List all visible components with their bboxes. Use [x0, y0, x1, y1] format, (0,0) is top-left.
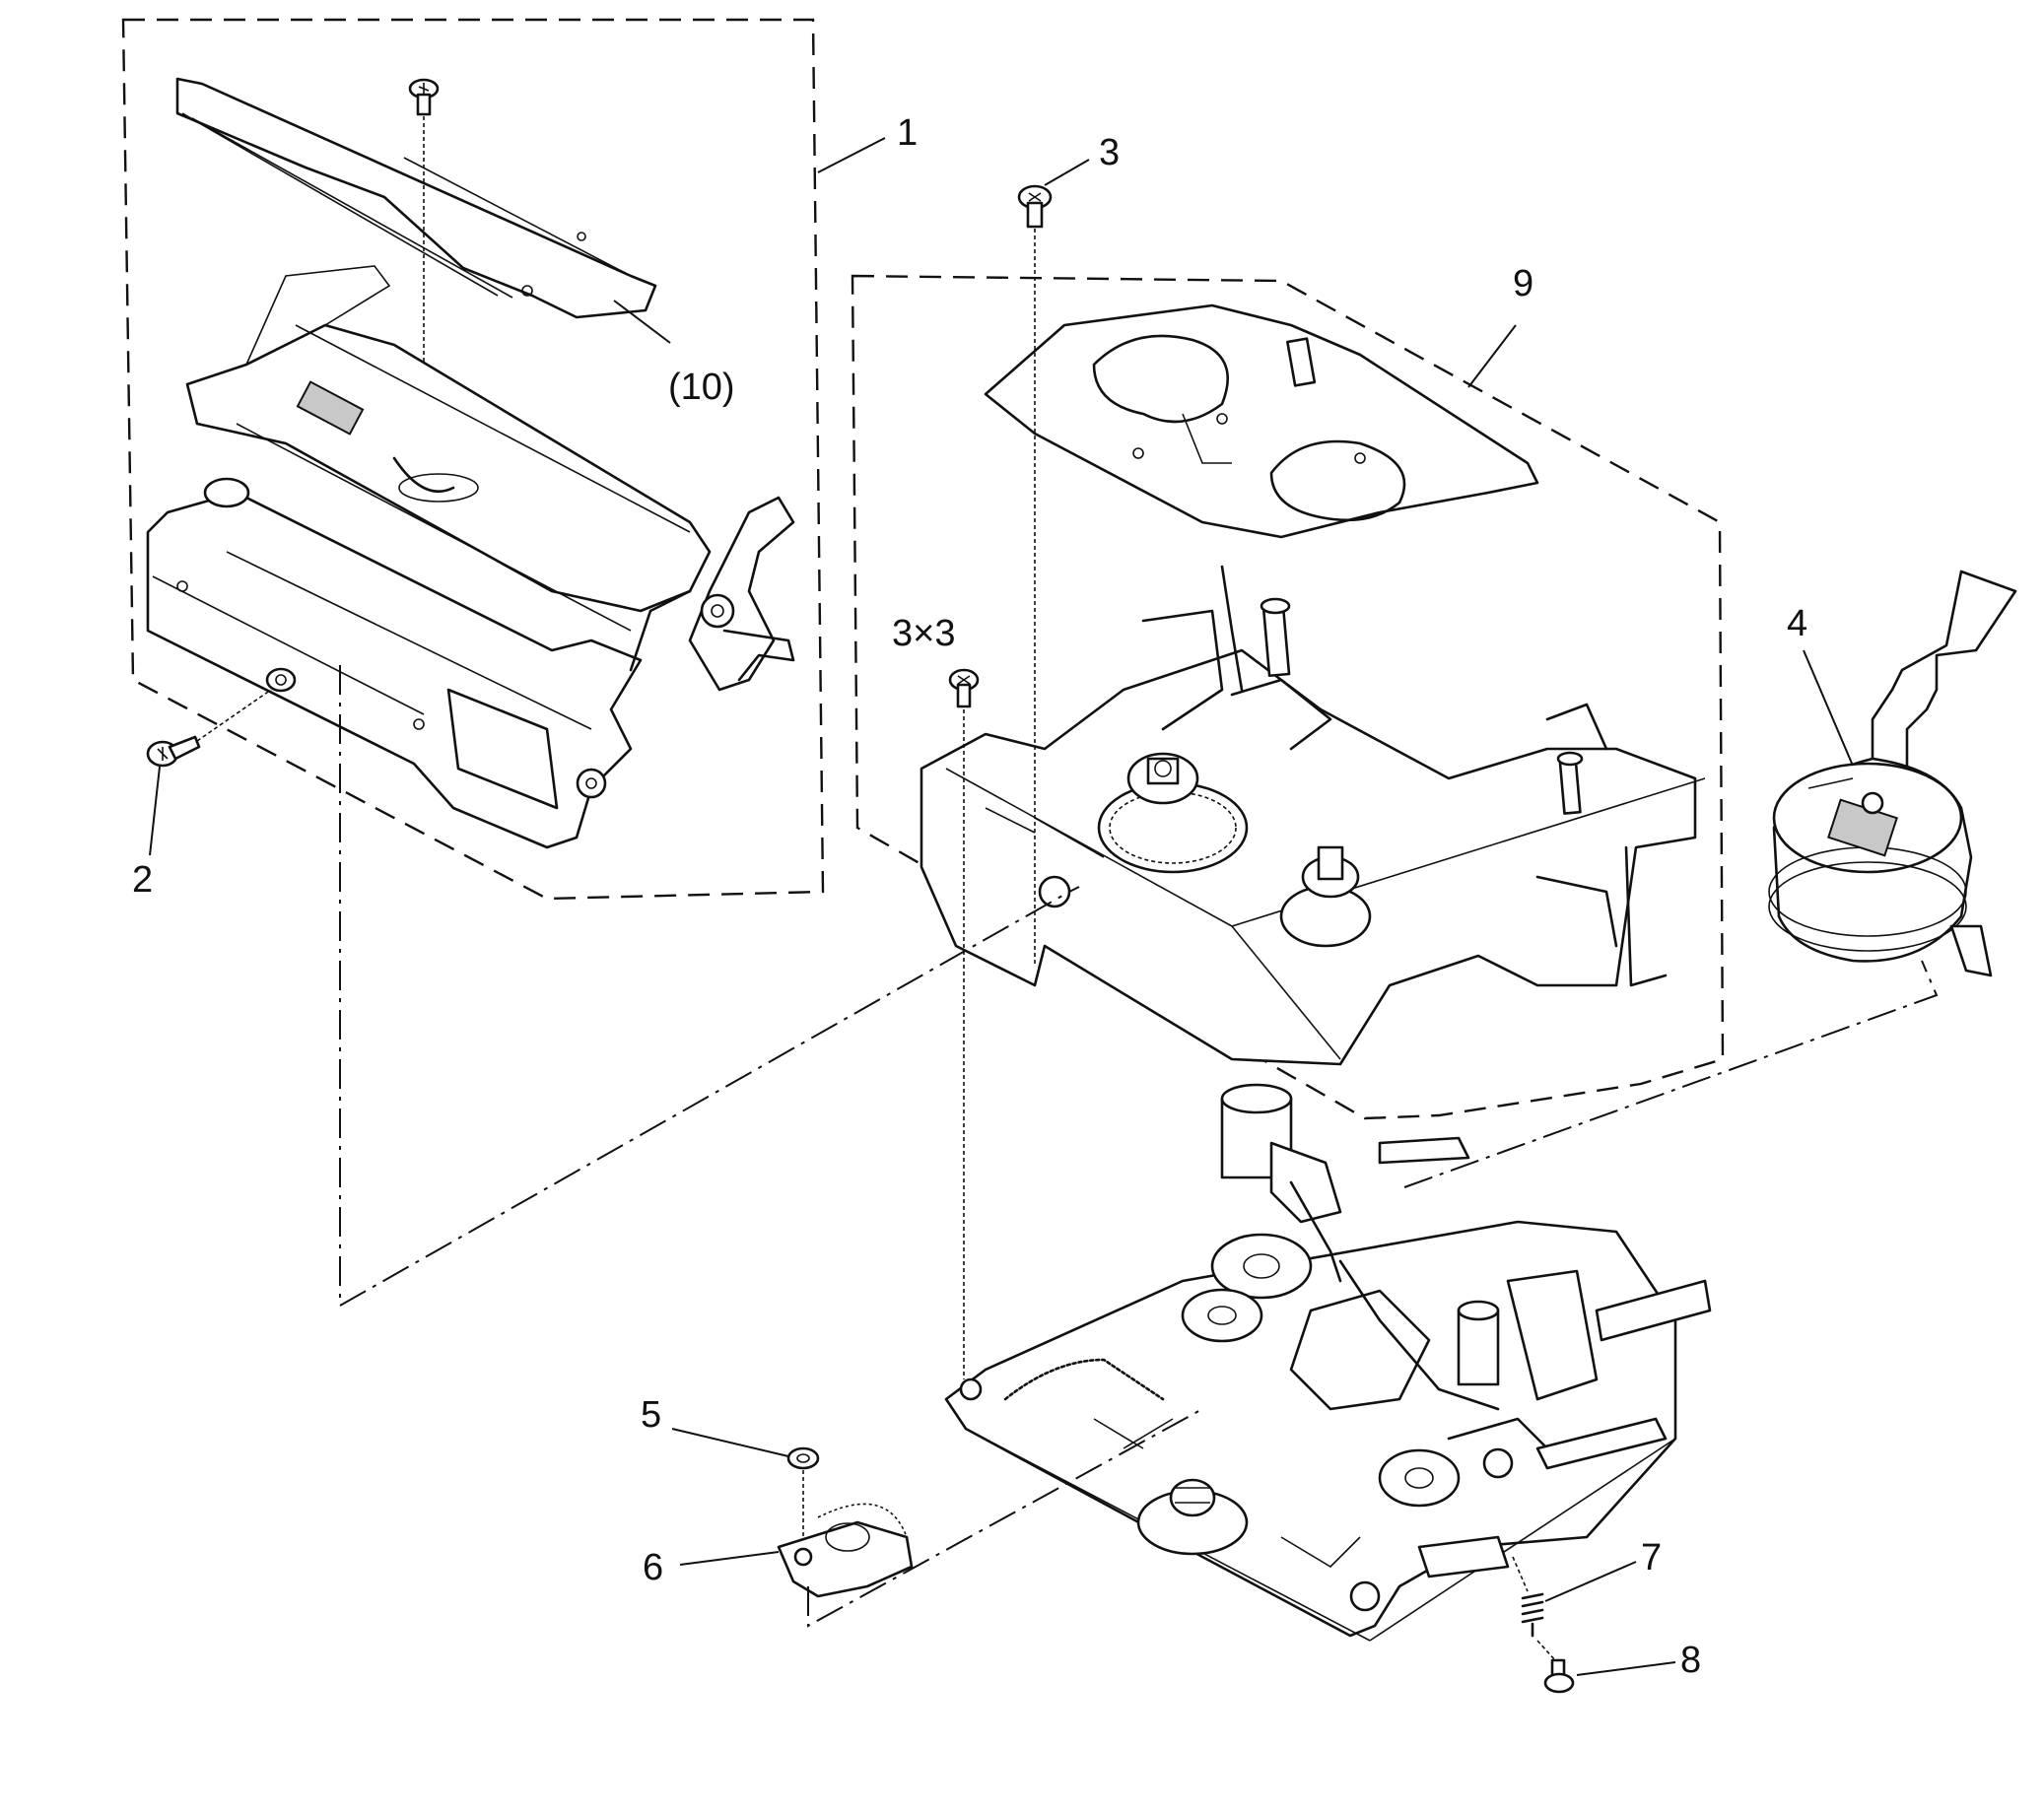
- gear-icon: [1378, 1448, 1461, 1508]
- screw-icon: [408, 78, 440, 116]
- gear-icon: [777, 1503, 914, 1598]
- gear-icon: [1136, 1478, 1249, 1556]
- callout-7: 7: [1641, 1537, 1662, 1579]
- gear-icon: [1210, 1233, 1313, 1300]
- sub-chassis-assembly: [851, 274, 1725, 1120]
- callout-8: 8: [1680, 1640, 1701, 1681]
- sub-chassis-top-plate: [984, 303, 1539, 539]
- callout-10: (10): [668, 367, 735, 408]
- gear-icon: [1097, 752, 1249, 874]
- spring-part-7: [1521, 1592, 1544, 1638]
- main-chassis-deck: [944, 1083, 1712, 1642]
- screw-icon: [1017, 184, 1053, 229]
- callout-3: 3: [1099, 132, 1120, 173]
- callout-4: 4: [1787, 603, 1807, 644]
- loading-motor: [1220, 1083, 1342, 1283]
- callout-5: 5: [641, 1394, 661, 1436]
- washer-icon: [786, 1446, 820, 1470]
- screw-icon: [948, 668, 980, 708]
- callout-2: 2: [132, 859, 153, 901]
- drum-assembly-part-4: [1768, 570, 2017, 977]
- callout-1: 1: [897, 112, 918, 154]
- gear-icon: [1181, 1288, 1263, 1343]
- callout-leaders: [149, 137, 1854, 1676]
- cassette-holder-body: [146, 265, 795, 849]
- sub-chassis-frame: [920, 565, 1706, 1066]
- callout-9: 9: [1513, 263, 1533, 304]
- top-cover-plate-part-10: [175, 77, 657, 319]
- screw-icon: [1543, 1658, 1575, 1694]
- alignment-lines: [339, 665, 1939, 1628]
- cassette-holder-assembly: [121, 18, 825, 901]
- callout-3x3: 3×3: [892, 613, 955, 654]
- screw-icon: [146, 735, 201, 768]
- callout-6: 6: [643, 1547, 663, 1588]
- callout-labels: 1 3 9 (10) 3×3 4 2 5 6 7 8: [132, 112, 1807, 1681]
- gear-icon: [1279, 845, 1372, 948]
- group-1-outline: [121, 18, 825, 901]
